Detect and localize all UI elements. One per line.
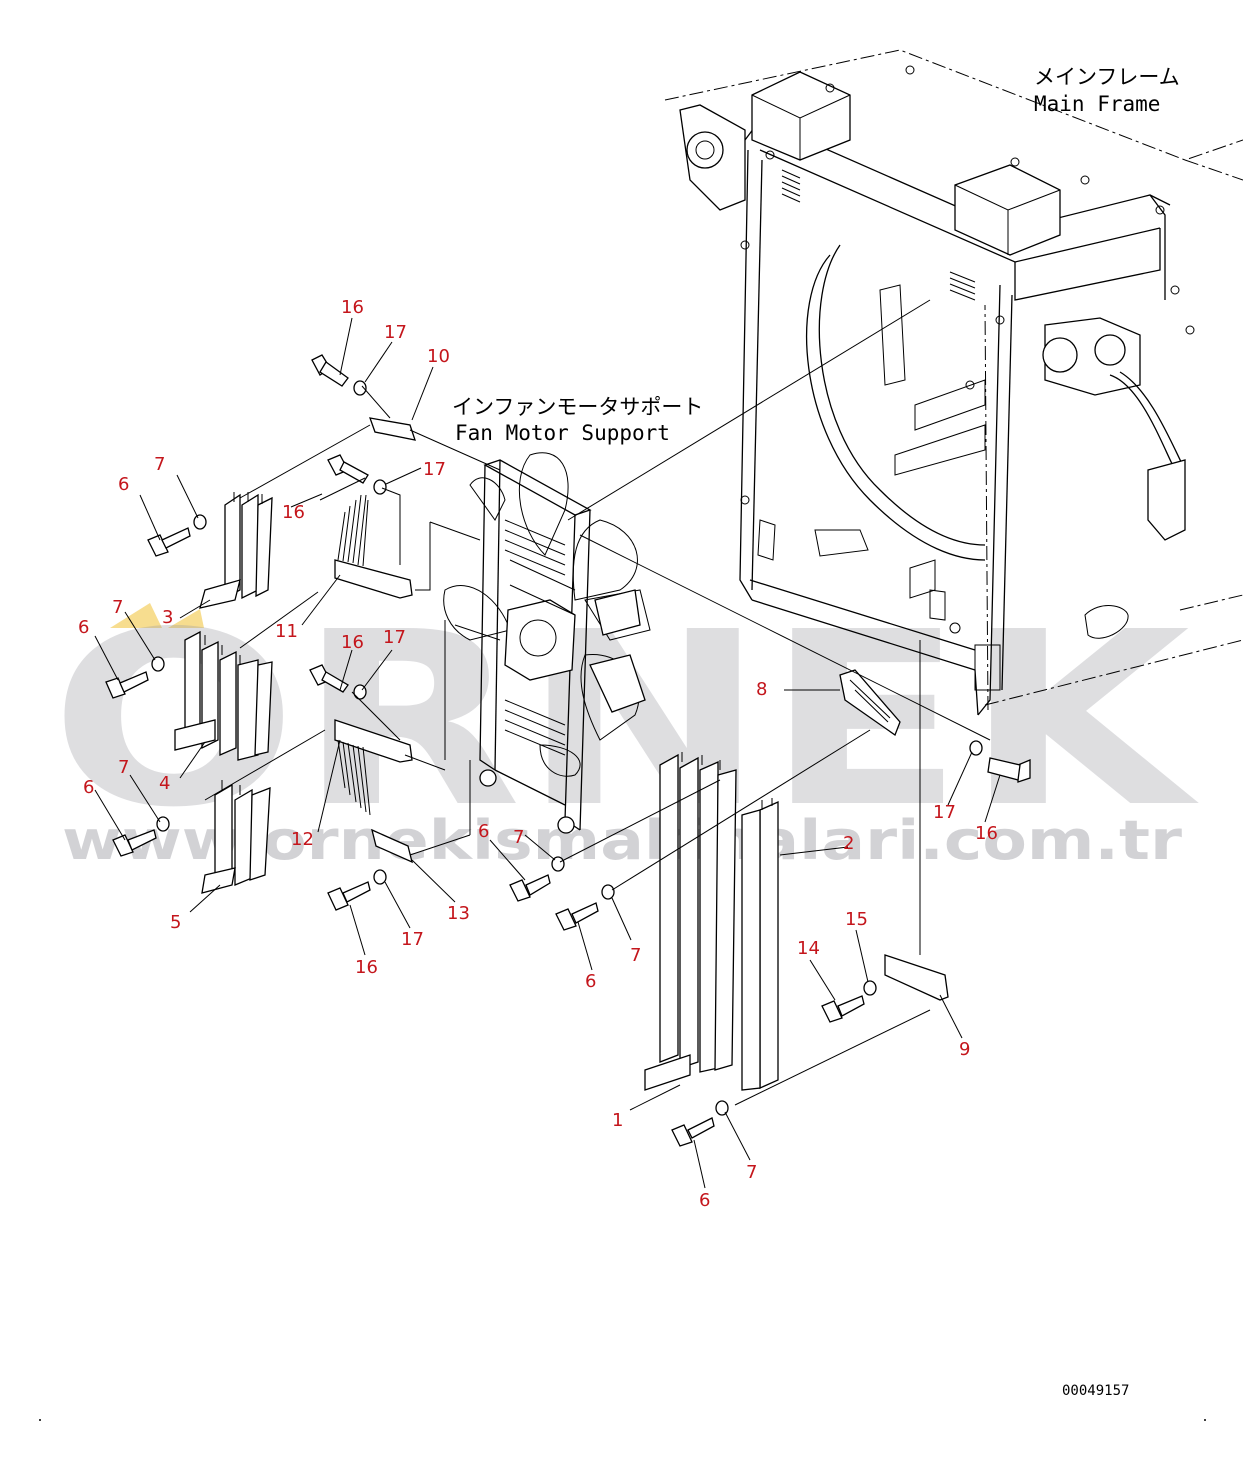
callout-7: 7 xyxy=(746,1162,757,1183)
callout-4: 4 xyxy=(159,773,170,794)
watermark-accent-left xyxy=(110,603,162,628)
callout-16: 16 xyxy=(282,502,305,523)
callout-16: 16 xyxy=(355,957,378,978)
fan-motor-support xyxy=(443,452,651,834)
callout-11: 11 xyxy=(275,621,298,642)
callout-7: 7 xyxy=(112,597,123,618)
bolt-6e xyxy=(555,902,599,931)
callout-14: 14 xyxy=(797,938,820,959)
callout-15: 15 xyxy=(845,909,868,930)
callout-13: 13 xyxy=(447,903,470,924)
bolt-16d xyxy=(327,881,371,911)
callout-6: 6 xyxy=(83,777,94,798)
callout-7: 7 xyxy=(513,827,524,848)
bolt-6f xyxy=(671,1117,715,1147)
bracket-13 xyxy=(371,828,413,864)
plate-12 xyxy=(334,719,413,816)
callout-9: 9 xyxy=(959,1039,970,1060)
washers xyxy=(151,380,983,1116)
callout-7: 7 xyxy=(154,454,165,475)
cover-3 xyxy=(199,492,273,609)
bolt-14 xyxy=(821,995,865,1023)
callout-16: 16 xyxy=(341,632,364,653)
bolts-and-washers xyxy=(105,354,1031,1147)
bolt-6b xyxy=(105,671,149,699)
main-frame xyxy=(664,49,1243,716)
bracket-10 xyxy=(369,417,416,441)
callout-5: 5 xyxy=(170,912,181,933)
callout-16: 16 xyxy=(341,297,364,318)
callout-numbers: 16 17 10 7 6 17 16 3 7 6 11 16 17 4 7 6 … xyxy=(78,297,998,1211)
watermark-accent-right xyxy=(168,609,204,628)
callout-17: 17 xyxy=(933,802,956,823)
callout-1: 1 xyxy=(612,1110,623,1131)
cover-1 xyxy=(644,752,737,1091)
assembly-lines xyxy=(204,299,991,1106)
bolt-16b xyxy=(327,454,369,484)
callout-7: 7 xyxy=(630,945,641,966)
bolt-16c xyxy=(309,664,349,693)
cover-2 xyxy=(741,798,779,1091)
bolt-16a xyxy=(311,354,349,387)
callout-17: 17 xyxy=(401,929,424,950)
cover-4 xyxy=(174,630,273,761)
callout-3: 3 xyxy=(162,607,173,628)
callout-8: 8 xyxy=(756,679,767,700)
callout-17: 17 xyxy=(384,322,407,343)
callout-6: 6 xyxy=(118,474,129,495)
callout-17: 17 xyxy=(423,459,446,480)
callout-6: 6 xyxy=(585,971,596,992)
callout-6: 6 xyxy=(78,617,89,638)
bolt-6d xyxy=(509,874,551,902)
bolt-6c xyxy=(112,829,157,857)
leader-lines xyxy=(94,317,1001,1189)
callout-17: 17 xyxy=(383,627,406,648)
callout-2: 2 xyxy=(843,833,854,854)
callout-16: 16 xyxy=(975,823,998,844)
fan-motor-support-label-jp: インファンモータサポート xyxy=(452,395,703,419)
drawing-code: 00049157 xyxy=(1062,1383,1129,1399)
bolt-6a xyxy=(147,527,191,557)
bolt-16e xyxy=(987,757,1031,783)
plate-11 xyxy=(334,494,413,599)
callout-12: 12 xyxy=(291,829,314,850)
bracket-9 xyxy=(884,954,949,1001)
callout-6: 6 xyxy=(699,1190,710,1211)
cover-5 xyxy=(201,780,271,894)
callout-6: 6 xyxy=(478,821,489,842)
fan-motor-support-label-en: Fan Motor Support xyxy=(455,421,670,445)
callout-7: 7 xyxy=(118,757,129,778)
callout-10: 10 xyxy=(427,346,450,367)
main-frame-label-jp: メインフレーム xyxy=(1034,65,1180,89)
main-frame-label-en: Main Frame xyxy=(1034,92,1160,116)
